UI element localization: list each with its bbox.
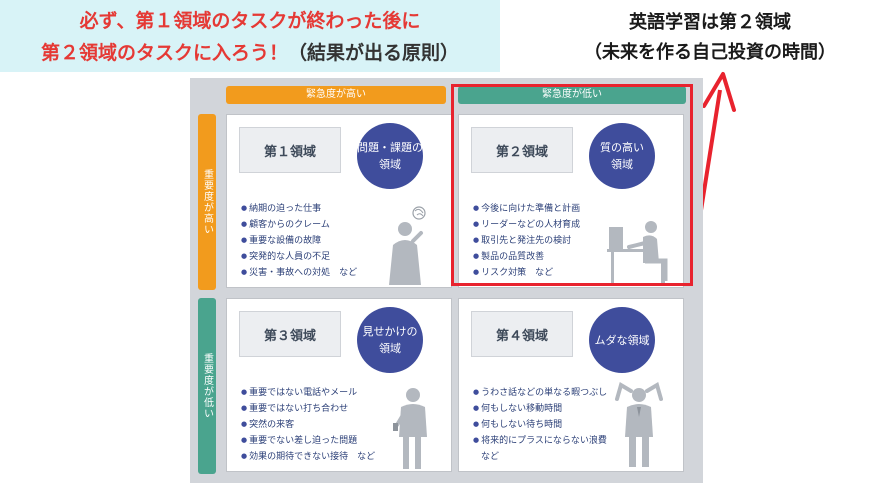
list-item: 突然の来客 [241, 417, 375, 433]
quadrant-4-circle-line-1: ムダな領域 [594, 333, 650, 347]
list-item: 顧客からのクレーム [241, 217, 357, 233]
row-header-not-important: 重要度が低い [198, 298, 216, 474]
list-item: 重要ではない打ち合わせ [241, 401, 375, 417]
banner-line-1: 必ず、第１領域のタスクが終わった後に [79, 10, 421, 32]
quadrant-3-list: 重要ではない電話やメール 重要ではない打ち合わせ 突然の来客 重要でない差し迫っ… [241, 385, 375, 465]
quadrant-3-circle: 見せかけの 領域 [357, 307, 423, 373]
desk-worker-icon [607, 221, 668, 283]
list-item: リスク対策 など [473, 265, 580, 281]
list-item: 効果の期待できない接待 など [241, 449, 375, 465]
list-item: 納期の迫った仕事 [241, 201, 357, 217]
list-item-tail: など [481, 452, 500, 462]
quadrant-3-label: 第３領域 [239, 311, 341, 357]
quadrant-2-circle-line-2: 領域 [611, 158, 633, 171]
list-item: 取引先と発注先の検討 [473, 233, 580, 249]
phone-user-icon [393, 388, 427, 469]
quadrant-1-label: 第１領域 [239, 127, 341, 173]
list-item: 何もしない移動時間 [473, 401, 607, 417]
time-management-matrix: 緊急度が高い 緊急度が低い 重要度が高い 重要度が低い 第１領域 問題・課題の … [190, 78, 703, 483]
list-item: 今後に向けた準備と計画 [473, 201, 580, 217]
row-header-not-important-label: 重要度が低い [201, 353, 213, 419]
quadrant-1-list: 納期の迫った仕事 顧客からのクレーム 重要な設備の故障 突発的な人員の不足 災害… [241, 201, 357, 281]
banner-line-2-dark: （結果が出る原則） [288, 42, 460, 64]
quadrant-2-highlight-box [451, 84, 693, 286]
note-title: 英語学習は第２領域 [629, 12, 791, 33]
quadrant-4-label: 第４領域 [471, 311, 573, 357]
quadrant-4-circle: ムダな領域 [589, 307, 655, 373]
quadrant-4-list: うわさ話などの単なる暇つぶし 何もしない移動時間 何もしない待ち時間 将来的にプ… [473, 385, 607, 465]
list-item: 何もしない待ち時間 [473, 417, 607, 433]
note-subtitle: （未来を作る自己投資の時間） [584, 42, 836, 63]
quadrant-1-circle-line-2: 領域 [379, 158, 401, 171]
stressed-businessman-icon [389, 206, 426, 285]
list-item: リーダーなどの人材育成 [473, 217, 580, 233]
column-header-not-urgent: 緊急度が低い [458, 86, 686, 104]
banner-line-2-red: 第２領域のタスクに入ろう！ [40, 42, 288, 64]
banner-line-2: 第２領域のタスクに入ろう！（結果が出る原則） [0, 38, 500, 65]
quadrant-4: 第４領域 ムダな領域 うわさ話などの単なる暇つぶし 何もしない移動時間 何もしな… [458, 298, 684, 472]
quadrant-1-circle-line-1: 問題・課題の [357, 141, 423, 154]
list-item: 将来的にプラスにならない浪費 [473, 433, 607, 449]
headline-banner: 必ず、第１領域のタスクが終わった後に 第２領域のタスクに入ろう！（結果が出る原則… [0, 0, 500, 72]
quadrant-2: 第２領域 質の高い 領域 今後に向けた準備と計画 リーダーなどの人材育成 取引先… [458, 114, 684, 288]
quadrant-1-circle: 問題・課題の 領域 [357, 123, 423, 189]
list-item: 重要ではない電話やメール [241, 385, 375, 401]
quadrant-2-label: 第２領域 [471, 127, 573, 173]
list-item: 災害・事故への対処 など [241, 265, 357, 281]
quadrant-2-circle-line-1: 質の高い [600, 141, 644, 154]
column-header-urgent: 緊急度が高い [226, 86, 446, 104]
quadrant-2-list: 今後に向けた準備と計画 リーダーなどの人材育成 取引先と発注先の検討 製品の品質… [473, 201, 580, 281]
quadrant-1: 第１領域 問題・課題の 領域 納期の迫った仕事 顧客からのクレーム 重要な設備の… [226, 114, 452, 288]
quadrant-3-circle-line-1: 見せかけの [362, 325, 418, 338]
quadrant-3: 第３領域 見せかけの 領域 重要ではない電話やメール 重要ではない打ち合わせ 突… [226, 298, 452, 472]
relaxing-businessman-icon [615, 381, 663, 467]
quadrant-3-circle-line-2: 領域 [379, 342, 401, 355]
list-item: 重要でない差し迫った問題 [241, 433, 375, 449]
list-item: 製品の品質改善 [473, 249, 580, 265]
list-item: うわさ話などの単なる暇つぶし [473, 385, 607, 401]
list-item: 重要な設備の故障 [241, 233, 357, 249]
row-header-important-label: 重要度が高い [201, 169, 213, 235]
quadrant-2-circle: 質の高い 領域 [589, 123, 655, 189]
row-header-important: 重要度が高い [198, 114, 216, 290]
list-item: 突発的な人員の不足 [241, 249, 357, 265]
